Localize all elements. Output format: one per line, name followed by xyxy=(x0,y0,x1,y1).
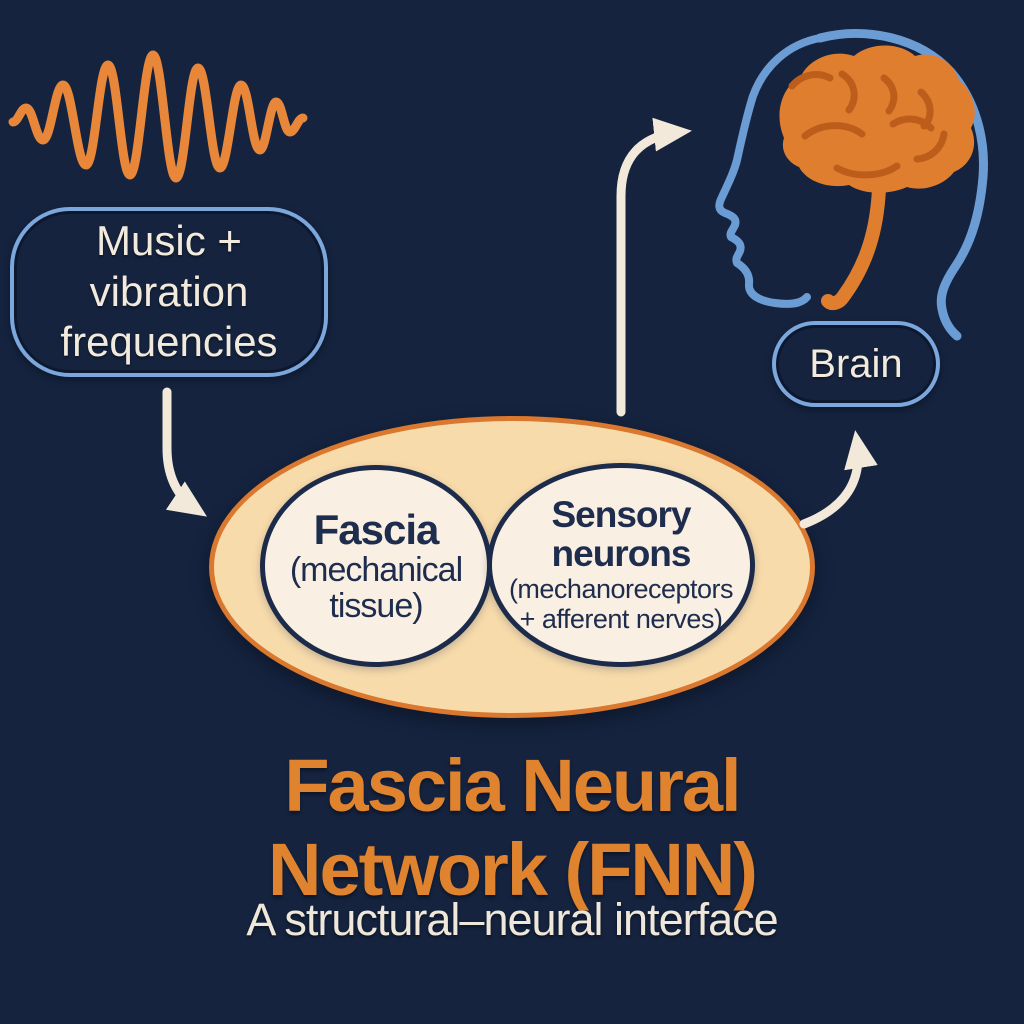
sensory-title-line2: neurons xyxy=(551,532,692,574)
fascia-subtitle-line1: (mechanical xyxy=(289,551,463,590)
sensory-subtitle-line2: + afferent nerves) xyxy=(519,603,723,634)
sensory-neurons-node: Sensory neurons (mechanoreceptors + affe… xyxy=(487,463,755,667)
diagram-title-line2: Network (FNN) xyxy=(268,828,758,911)
arrow-fnn-to-head-icon xyxy=(616,117,692,417)
sensory-subtitle-line1: (mechanoreceptors xyxy=(508,573,734,604)
fascia-title: Fascia xyxy=(313,505,440,553)
sensory-title-line1: Sensory xyxy=(551,493,691,535)
brain-icon xyxy=(779,45,975,311)
fascia-subtitle-line2: tissue) xyxy=(329,587,423,626)
fascia-node: Fascia (mechanical tissue) xyxy=(260,465,492,667)
brain-node-label: Brain xyxy=(809,341,903,386)
face-outline xyxy=(715,34,824,308)
music-vibration-node: Music + vibration frequencies xyxy=(10,207,328,377)
brain-fold-lines xyxy=(788,70,948,179)
sound-wave-icon xyxy=(8,50,308,183)
diagram-subtitle: A structural–neural interface xyxy=(246,894,778,945)
head-back-outline xyxy=(815,29,988,341)
music-label-line3: frequencies xyxy=(60,318,278,366)
sound-wave-path xyxy=(8,50,308,183)
music-vibration-label: Music + vibration frequencies xyxy=(60,216,277,367)
arrow-music-to-fnn-icon xyxy=(162,387,207,517)
brain-body xyxy=(779,45,975,193)
arrow-fnn-to-brain-icon xyxy=(799,430,878,529)
music-label-line1: Music + xyxy=(96,217,242,265)
brain-stem xyxy=(821,182,886,311)
head-profile-icon xyxy=(715,29,988,341)
diagram-title: Fascia Neural Network (FNN) xyxy=(0,744,1024,912)
brain-node: Brain xyxy=(772,321,940,407)
music-label-line2: vibration xyxy=(89,267,249,315)
diagram-title-line1: Fascia Neural xyxy=(284,744,741,827)
